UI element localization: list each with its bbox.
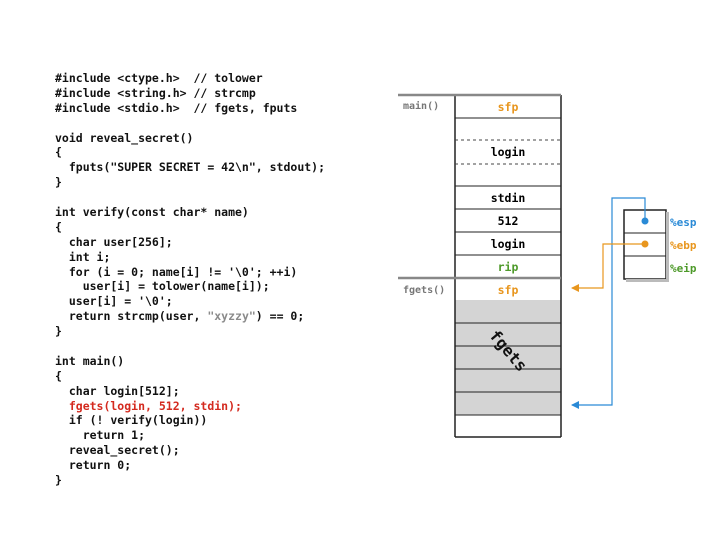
code-token: int verify(const char* name): [55, 205, 249, 220]
code-line: {: [55, 145, 325, 160]
main-frame-label: main(): [403, 100, 439, 112]
stack-cell-fgets-sfp: sfp: [498, 283, 519, 297]
code-line: fgets(login, 512, stdin);: [55, 399, 325, 414]
stack-cell-512: 512: [498, 214, 519, 228]
code-token: {: [55, 368, 62, 383]
code-line: int main(): [55, 354, 325, 369]
code-token: return 1;: [55, 428, 146, 443]
code-line: user[i] = '\0';: [55, 294, 325, 309]
code-token: {: [55, 219, 62, 234]
code-token: void reveal_secret(): [55, 130, 194, 145]
stack-cell-main-sfp: sfp: [498, 100, 519, 114]
code-line: reveal_secret();: [55, 443, 325, 458]
fgets-frame-label: fgets(): [403, 285, 445, 296]
code-line: return 0;: [55, 458, 325, 473]
code-token: char user[256];: [55, 234, 173, 249]
code-line: for (i = 0; name[i] != '\0'; ++i): [55, 265, 325, 280]
code-token: }: [55, 473, 62, 488]
code-token: if (! verify(login)): [55, 413, 208, 428]
code-token: int i;: [55, 249, 111, 264]
code-token: #include <stdio.h> // fgets, fputs: [55, 100, 298, 115]
code-token: "xyzzy": [207, 309, 256, 324]
code-token: user[i] = '\0';: [55, 294, 173, 309]
code-line: int i;: [55, 250, 325, 265]
code-token: for (i = 0; name[i] != '\0'; ++i): [55, 264, 298, 279]
code-line: fputs("SUPER SECRET = 42\n", stdout);: [55, 160, 325, 175]
stack-separators: [455, 117, 561, 416]
code-line: user[i] = tolower(name[i]);: [55, 279, 325, 294]
code-token: int main(): [55, 353, 125, 368]
code-token: char login[512];: [55, 383, 180, 398]
register-eip-label: %eip: [670, 262, 697, 275]
code-token: }: [55, 175, 62, 190]
code-token: }: [55, 324, 62, 339]
code-line: char user[256];: [55, 235, 325, 250]
code-token: fgets(login, 512, stdin);: [55, 398, 242, 413]
code-line: }: [55, 324, 325, 339]
code-line: {: [55, 369, 325, 384]
code-line: char login[512];: [55, 384, 325, 399]
stack-cell-login-buffer: login: [491, 145, 526, 159]
code-token: ) == 0;: [255, 309, 305, 324]
code-line: {: [55, 220, 325, 235]
stack-cell-stdin: stdin: [491, 191, 526, 205]
code-token: #include <string.h> // strcmp: [55, 85, 256, 100]
code-token: user[i] = tolower(name[i]);: [55, 279, 270, 294]
register-ebp-label: %ebp: [670, 239, 697, 252]
code-token: #include <ctype.h> // tolower: [55, 71, 263, 85]
code-line: void reveal_secret(): [55, 131, 325, 146]
fgets-stack-region: [455, 300, 561, 415]
stack-cell-login-arg: login: [491, 237, 526, 251]
code-line: return 1;: [55, 428, 325, 443]
code-token: reveal_secret();: [55, 443, 180, 458]
code-token: return strcmp(user,: [55, 309, 208, 324]
stack-cell-rip: rip: [498, 260, 519, 274]
register-esp-label: %esp: [670, 216, 697, 229]
code-token: return 0;: [55, 458, 132, 473]
ebp-pointer-arrow: [571, 240, 649, 292]
code-line: if (! verify(login)): [55, 413, 325, 428]
esp-pointer-arrow: [571, 197, 649, 409]
source-code: #include <ctype.h> // tolower#include <s…: [55, 71, 325, 488]
code-line: int verify(const char* name): [55, 205, 325, 220]
code-line: #include <string.h> // strcmp: [55, 86, 325, 101]
code-line: return strcmp(user, "xyzzy") == 0;: [55, 309, 325, 324]
code-line: }: [55, 473, 325, 488]
code-line: #include <ctype.h> // tolower: [55, 71, 325, 86]
code-token: fputs("SUPER SECRET = 42\n", stdout);: [55, 160, 326, 175]
code-line: #include <stdio.h> // fgets, fputs: [55, 101, 325, 116]
code-token: {: [55, 145, 62, 160]
stack-cells: sfp login stdin 512 login rip sfp: [491, 100, 526, 297]
code-line: }: [55, 175, 325, 190]
